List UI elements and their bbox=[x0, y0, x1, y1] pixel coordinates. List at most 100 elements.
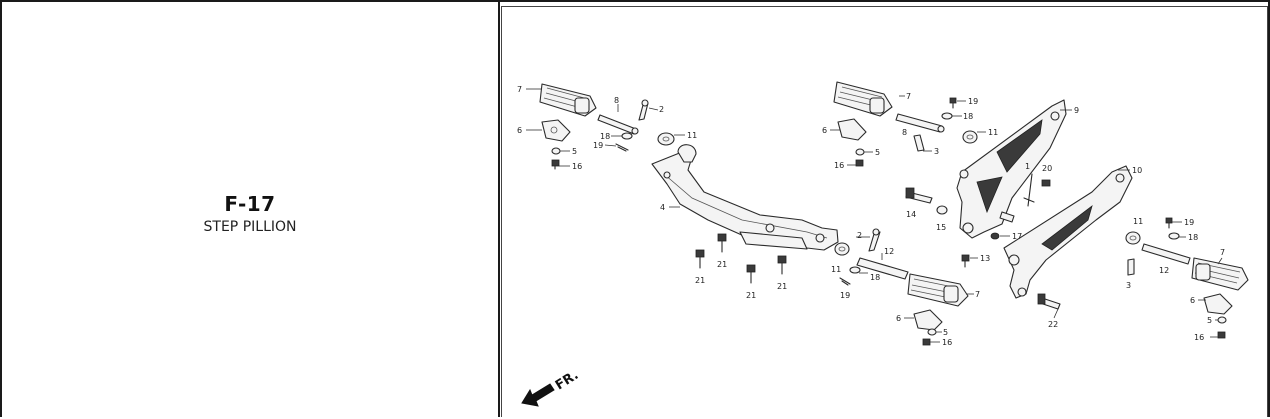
cotter-pin-19-left bbox=[615, 143, 629, 152]
bolt-16-right bbox=[1217, 331, 1226, 339]
leader-lines bbox=[526, 88, 1223, 343]
washer-11-left bbox=[657, 132, 675, 146]
pin-left bbox=[597, 114, 639, 135]
callout-18: 18 bbox=[1188, 233, 1198, 242]
washer-11-upper bbox=[962, 130, 978, 144]
washer-18-left bbox=[621, 132, 633, 140]
pin-12-right bbox=[1141, 243, 1191, 265]
bolt-14 bbox=[905, 187, 933, 204]
bracket-6-center bbox=[913, 309, 943, 331]
callout-19: 19 bbox=[968, 97, 978, 106]
bracket-6-right bbox=[1203, 293, 1233, 315]
callout-5: 5 bbox=[572, 147, 577, 156]
clevis-pin-2-mid bbox=[868, 228, 881, 252]
callout-3: 3 bbox=[934, 147, 939, 156]
bracket-6-upper bbox=[837, 118, 867, 141]
callout-20: 20 bbox=[1042, 164, 1052, 173]
bolt-21-a bbox=[695, 249, 705, 269]
front-arrow-icon bbox=[521, 383, 555, 407]
callout-11: 11 bbox=[687, 131, 697, 140]
bolt-21-b bbox=[717, 233, 727, 253]
callout-13: 13 bbox=[980, 254, 990, 263]
callout-17: 17 bbox=[1012, 232, 1022, 241]
callout-4: 4 bbox=[660, 203, 665, 212]
washer-5-right bbox=[1217, 316, 1227, 324]
pin-1 bbox=[1023, 173, 1035, 207]
callout-16: 16 bbox=[572, 162, 582, 171]
washer-5-center bbox=[927, 328, 937, 336]
callout-8: 8 bbox=[614, 96, 619, 105]
footpeg-center-upper bbox=[833, 81, 893, 117]
callout-22: 22 bbox=[1048, 320, 1058, 329]
callout-11: 11 bbox=[988, 128, 998, 137]
bolt-13 bbox=[961, 254, 970, 268]
callout-1: 1 bbox=[1025, 162, 1030, 171]
bolt-19-upper bbox=[949, 97, 957, 109]
callout-14: 14 bbox=[906, 210, 916, 219]
callout-7: 7 bbox=[906, 92, 911, 101]
callout-15: 15 bbox=[936, 223, 946, 232]
washer-11-mid bbox=[834, 242, 850, 256]
cotter-19-mid bbox=[839, 277, 851, 286]
callout-6: 6 bbox=[822, 126, 827, 135]
bolt-21-d bbox=[777, 255, 787, 275]
callout-5: 5 bbox=[875, 148, 880, 157]
callout-19: 19 bbox=[840, 291, 850, 300]
footpeg-center-lower bbox=[907, 273, 969, 307]
collar-mid bbox=[999, 211, 1015, 223]
callout-16: 16 bbox=[834, 161, 844, 170]
callout-18: 18 bbox=[870, 273, 880, 282]
pillion-bar-main bbox=[651, 144, 839, 251]
front-direction-label: FR. bbox=[553, 368, 581, 393]
bolt-16-center bbox=[922, 338, 931, 346]
callout-12: 12 bbox=[1159, 266, 1169, 275]
bolt-20 bbox=[1041, 179, 1051, 187]
callout-21: 21 bbox=[695, 276, 705, 285]
collar-17 bbox=[990, 232, 1000, 240]
bolt-left-16 bbox=[551, 159, 560, 170]
callout-2: 2 bbox=[659, 105, 664, 114]
callout-6: 6 bbox=[896, 314, 901, 323]
washer-18-upper bbox=[941, 112, 953, 120]
bolt-22 bbox=[1037, 293, 1061, 310]
callout-2: 2 bbox=[857, 231, 862, 240]
callout-10: 10 bbox=[1132, 166, 1142, 175]
bolt-21-c bbox=[746, 264, 756, 284]
callout-3: 3 bbox=[1126, 281, 1131, 290]
bolt-19-right bbox=[1165, 217, 1173, 229]
washer-18-right bbox=[1168, 232, 1180, 240]
diagram-frame bbox=[501, 6, 1268, 417]
callout-7: 7 bbox=[517, 85, 522, 94]
callout-21: 21 bbox=[777, 282, 787, 291]
washer-5-upper bbox=[855, 148, 865, 156]
step-stay-9 bbox=[956, 99, 1067, 239]
callout-labels: 7 8 2 6 18 19 11 5 16 4 21 21 21 21 11 1… bbox=[517, 85, 1225, 347]
section-title-panel: F-17 STEP PILLION bbox=[2, 2, 498, 417]
footpeg-right bbox=[1191, 257, 1249, 291]
washer-11-right bbox=[1125, 231, 1141, 245]
pin-8-upper bbox=[895, 113, 945, 133]
pin-3-upper bbox=[913, 134, 925, 152]
callout-9: 9 bbox=[1074, 106, 1079, 115]
washer-left-5 bbox=[551, 147, 561, 155]
callout-12: 12 bbox=[884, 247, 894, 256]
callout-21: 21 bbox=[746, 291, 756, 300]
callout-16: 16 bbox=[1194, 333, 1204, 342]
washer-18-mid bbox=[849, 266, 861, 274]
pin-3-right bbox=[1127, 258, 1135, 276]
callout-7: 7 bbox=[1220, 248, 1225, 257]
panel-divider bbox=[498, 2, 500, 417]
footpeg-left bbox=[539, 83, 597, 117]
callout-6: 6 bbox=[1190, 296, 1195, 305]
callout-7: 7 bbox=[975, 290, 980, 299]
clevis-pin-left bbox=[638, 99, 649, 121]
callout-21: 21 bbox=[717, 260, 727, 269]
callout-5: 5 bbox=[1207, 316, 1212, 325]
section-name: STEP PILLION bbox=[203, 219, 297, 235]
callout-8: 8 bbox=[902, 128, 907, 137]
bolt-16-upper bbox=[855, 159, 864, 167]
callout-18: 18 bbox=[963, 112, 973, 121]
section-code: F-17 bbox=[224, 192, 276, 216]
